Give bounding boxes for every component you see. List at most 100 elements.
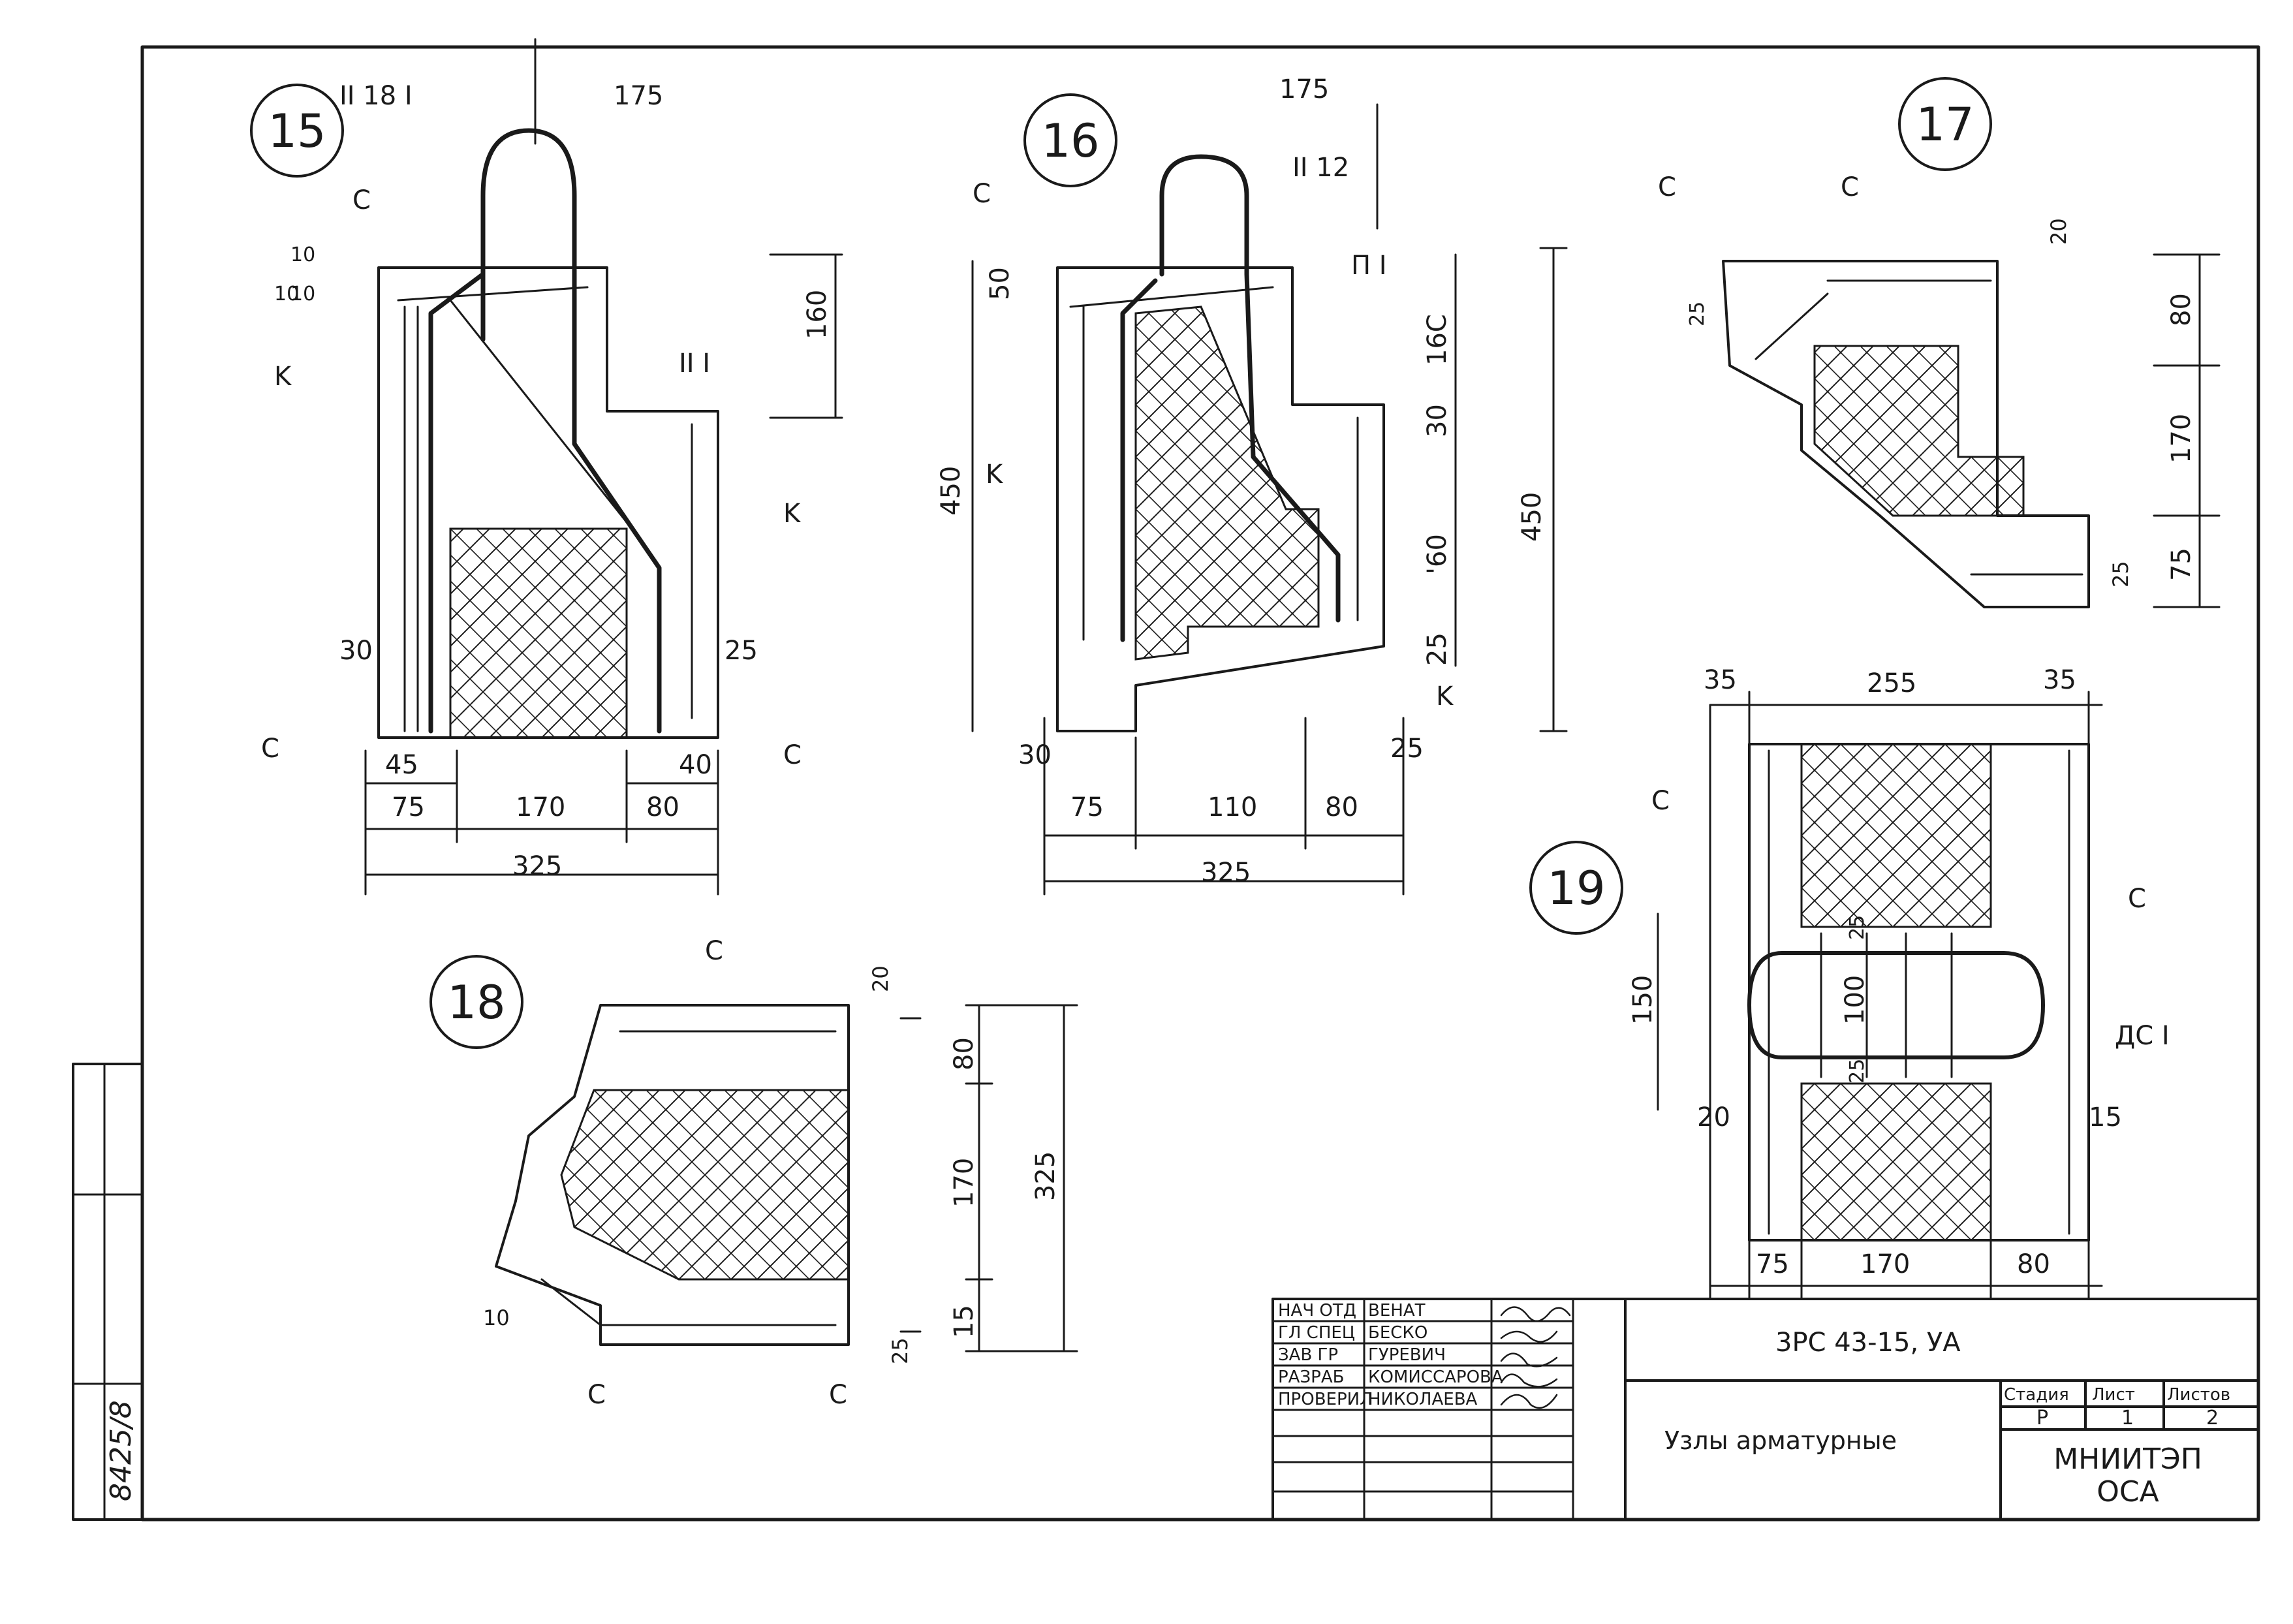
detail-15-dimensions (364, 38, 843, 896)
detail-16-label-30: 30 (1422, 404, 1452, 437)
detail-17-label-c-top: C (1841, 172, 1859, 202)
detail-15-label-s10b: 10 (290, 283, 315, 305)
name-5: НИКОЛАЕВА (1368, 1390, 1478, 1409)
detail-18-label-25: 25 (888, 1337, 913, 1364)
detail-16-label-110: 110 (1208, 792, 1257, 822)
detail-18-label-c-right: C (829, 1380, 847, 1410)
drawing-title: Узлы арматурные (1664, 1426, 1897, 1455)
detail-18-dimensions (899, 1004, 1078, 1352)
org-line-1: МНИИТЭП (2053, 1443, 2202, 1476)
detail-17: 17 C C 20 80 450 170 75 25 25 (1517, 77, 2221, 732)
detail-15-label-s10c: 10 (290, 243, 315, 266)
sheet-value: 1 (2121, 1407, 2134, 1429)
detail-15-label-mesh: C (352, 185, 371, 215)
detail-19-label-20: 20 (1697, 1102, 1730, 1132)
role-1: НАЧ ОТД (1278, 1301, 1356, 1320)
detail-16-label-25b: 25 (1390, 734, 1424, 764)
detail-16-label-k-left: K (986, 460, 1004, 490)
detail-15-label-s10a: 10 (274, 283, 299, 305)
detail-15-section-outline (377, 266, 719, 739)
detail-19-insulation-bottom (1800, 1082, 1992, 1241)
detail-16-label-325: 325 (1201, 858, 1251, 888)
detail-19-dimensions (1657, 691, 2103, 1300)
detail-15-number: 15 (268, 104, 326, 158)
detail-15-label-30: 30 (339, 636, 373, 666)
detail-15-label-bar2: II I (679, 349, 710, 379)
detail-16-circle (1023, 93, 1117, 187)
name-4: КОМИССАРОВА (1368, 1367, 1503, 1387)
detail-19-label-25a: 25 (1846, 915, 1869, 940)
detail-16-label-30b: 30 (1018, 740, 1052, 770)
detail-15-label-k-right: K (783, 499, 802, 529)
detail-16-loop-bar (1120, 154, 1341, 642)
role-5: ПРОВЕРИЛ (1278, 1390, 1373, 1409)
detail-18-label-20: 20 (868, 965, 893, 992)
detail-19-label-80: 80 (2017, 1249, 2050, 1279)
detail-19-label-75: 75 (1756, 1249, 1789, 1279)
detail-18-label-325: 325 (1031, 1151, 1061, 1201)
detail-15-label-25: 25 (725, 636, 758, 666)
detail-16-label-25a: 25 (1422, 632, 1452, 666)
detail-19-label-c-left: C (1651, 786, 1670, 816)
role-2: ГЛ СПЕЦ (1278, 1323, 1355, 1343)
sheets-label: Листов (2167, 1385, 2230, 1405)
title-block: НАЧ ОТД ГЛ СПЕЦ ЗАВ ГР РАЗРАБ ПРОВЕРИЛ В… (1271, 1298, 2260, 1521)
role-4: РАЗРАБ (1278, 1367, 1344, 1387)
detail-17-label-75: 75 (2166, 548, 2196, 581)
doc-code: 3РС 43-15, УА (1775, 1328, 1961, 1358)
detail-17-section-outline (1722, 260, 2090, 608)
detail-16-label-top: 175 (1279, 74, 1329, 104)
detail-19-label-100: 100 (1840, 975, 1870, 1025)
detail-16: 16 175 C II 12 П I 50 450 K 16C 30 '60 2… (936, 74, 1457, 896)
stage-value: Р (2036, 1407, 2048, 1429)
detail-15-label-75: 75 (392, 792, 425, 822)
detail-15-loop-bar (428, 128, 662, 734)
detail-16-label-75: 75 (1070, 792, 1104, 822)
detail-19-label-255: 255 (1867, 668, 1916, 698)
detail-16-label-80: 80 (1325, 792, 1358, 822)
detail-18-insulation (560, 1089, 850, 1281)
detail-19-label-35b: 35 (2043, 665, 2076, 695)
detail-18-label-170: 170 (949, 1158, 979, 1208)
detail-17-circle (1898, 77, 1992, 171)
detail-17-label-25: 25 (2108, 561, 2133, 587)
detail-16-label-50: 50 (985, 267, 1015, 300)
title-block-frame (1271, 1298, 2260, 1521)
detail-17-label-20: 20 (2046, 218, 2071, 245)
detail-17-label-side: 25 (1686, 302, 1709, 326)
detail-15-label-c-left: C (261, 734, 279, 764)
detail-17-label-450: 450 (1517, 492, 1547, 542)
signatures (1500, 1306, 1571, 1409)
detail-15-label-80: 80 (646, 792, 679, 822)
detail-17-insulation (1813, 345, 2025, 517)
detail-19-label-dc1: ДС I (2115, 1021, 2170, 1051)
detail-19-insulation-top (1800, 743, 1992, 928)
name-3: ГУРЕВИЧ (1368, 1345, 1446, 1365)
org-line-2: ОСА (2097, 1475, 2159, 1508)
detail-15-label-k-left: K (274, 362, 292, 392)
detail-19: 19 35 255 35 C C 150 25 100 25 ДС I 20 1… (1529, 665, 2170, 1300)
detail-17-number: 17 (1916, 98, 1974, 151)
detail-16-number: 16 (1041, 114, 1099, 168)
detail-16-label-p1: П I (1351, 251, 1387, 281)
detail-19-label-c-right: C (2128, 884, 2146, 914)
detail-16-label-60: '60 (1422, 534, 1452, 574)
detail-16-bars (1069, 286, 1359, 641)
detail-18-label-80: 80 (949, 1037, 979, 1070)
detail-16-label-k-right: K (1436, 681, 1454, 711)
detail-17-label-170: 170 (2166, 414, 2196, 463)
detail-15: 15 II 18 I 175 C 10 10 10 K II I 160 K 3… (250, 38, 843, 896)
detail-15-label-top: 175 (614, 81, 663, 111)
detail-19-circle (1529, 841, 1623, 935)
detail-19-label-15: 15 (2089, 1102, 2122, 1132)
detail-19-label-35a: 35 (1704, 665, 1737, 695)
detail-17-label-80: 80 (2166, 293, 2196, 326)
detail-15-label-325: 325 (512, 851, 562, 881)
detail-15-label-bar1: II 18 I (339, 81, 413, 111)
doc-stamp-number: 8425/8 (104, 1400, 138, 1501)
detail-15-label-40: 40 (679, 750, 712, 780)
detail-19-bars (1768, 749, 2070, 1235)
detail-16-label-450: 450 (936, 466, 966, 516)
detail-18: 18 C 20 80 170 325 15 25 10 C C (429, 936, 1078, 1410)
